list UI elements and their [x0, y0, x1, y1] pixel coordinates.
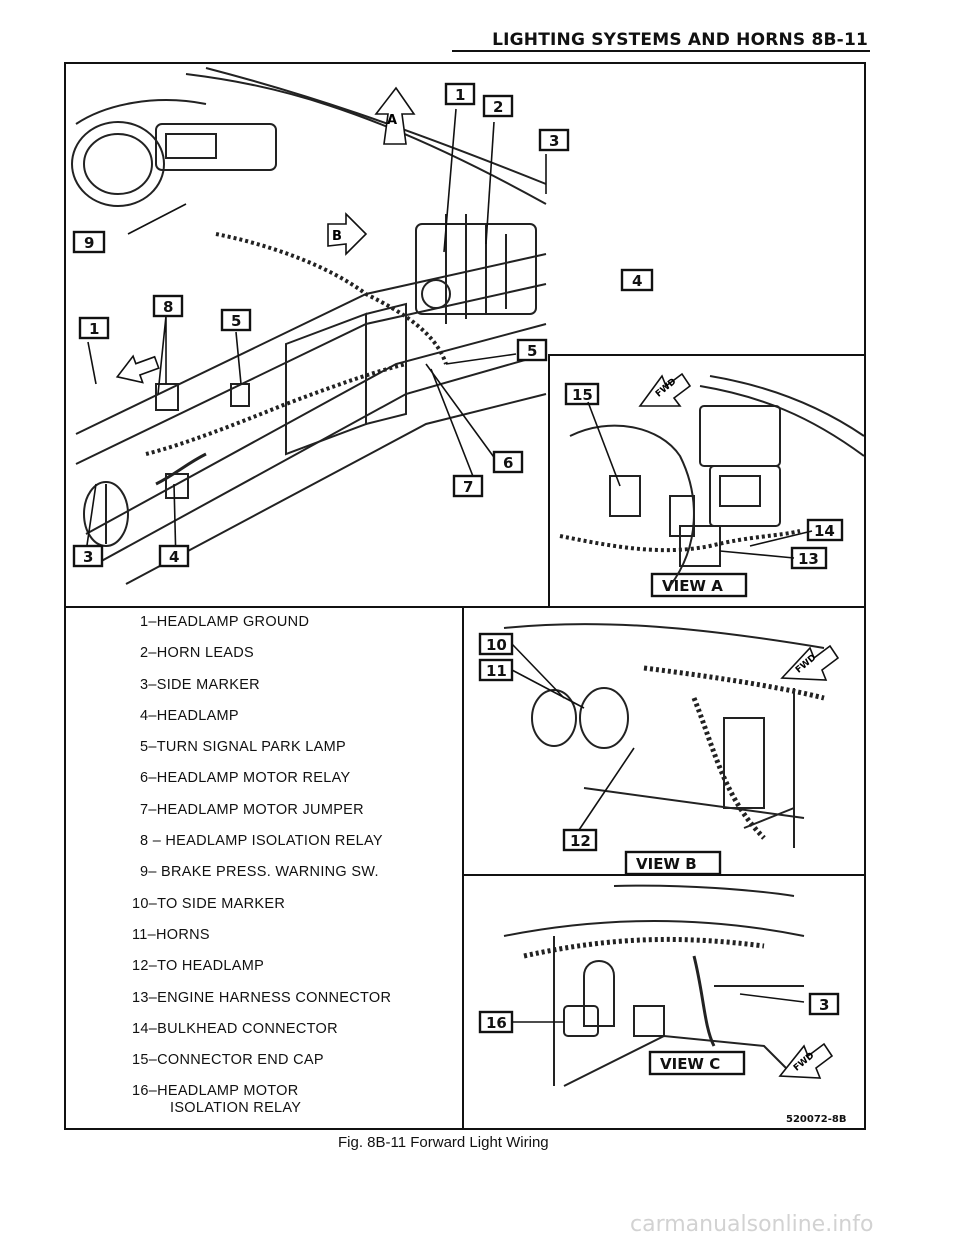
fwd-arrow-view-a — [638, 372, 692, 407]
legend-item-12: 12–TO HEADLAMP — [132, 958, 265, 975]
svg-text:1: 1 — [455, 86, 465, 104]
view-b-arrow — [327, 212, 368, 256]
view-b-illustration: FWD — [503, 623, 840, 848]
svg-text:3: 3 — [83, 548, 93, 566]
callout-9: 9 — [72, 230, 106, 254]
callout-14: 14 — [806, 518, 844, 542]
svg-text:14: 14 — [814, 522, 835, 540]
callout-6: 6 — [492, 450, 524, 474]
legend-item-16-text: 16–HEADLAMP MOTOR — [132, 1083, 299, 1100]
svg-text:16: 16 — [486, 1014, 507, 1032]
view-a-arrow — [374, 86, 416, 145]
callout-1: 1 — [444, 82, 476, 106]
fwd-arrow-view-c — [778, 1042, 834, 1079]
callout-11: 11 — [478, 658, 514, 682]
fwd-arrow-view-b — [780, 644, 840, 681]
callout-4-bottom: 4 — [158, 544, 190, 568]
legend-item-15: 15–CONNECTOR END CAP — [132, 1052, 324, 1069]
legend-item-7: 7–HEADLAMP MOTOR JUMPER — [140, 801, 364, 818]
svg-text:5: 5 — [527, 342, 537, 360]
callout-3-bottom: 3 — [72, 544, 104, 568]
view-c-label: VIEW C — [648, 1050, 746, 1076]
svg-text:11: 11 — [486, 662, 507, 680]
callout-16: 16 — [478, 1010, 514, 1034]
svg-text:3: 3 — [549, 132, 559, 150]
svg-text:7: 7 — [463, 478, 473, 496]
svg-text:15: 15 — [572, 386, 593, 404]
engine-bay-illustration: A B — [71, 67, 547, 585]
legend-item-16-cont: ISOLATION RELAY — [170, 1100, 302, 1117]
page-header-title: LIGHTING SYSTEMS AND HORNS 8B-11 — [492, 30, 868, 50]
svg-text:VIEW B: VIEW B — [636, 855, 697, 873]
figure-caption: Fig. 8B-11 Forward Light Wiring — [338, 1134, 549, 1151]
view-c-illustration: FWD — [503, 884, 834, 1087]
divider-view-a-top — [548, 354, 866, 356]
svg-text:8: 8 — [163, 298, 173, 316]
figure-code: 520072-8B — [786, 1114, 847, 1125]
svg-text:1: 1 — [89, 320, 99, 338]
view-b-label: VIEW B — [624, 850, 722, 876]
svg-text:10: 10 — [486, 636, 507, 654]
callout-15: 15 — [564, 382, 600, 406]
divider-legend-right — [462, 606, 464, 1130]
svg-text:6: 6 — [503, 454, 513, 472]
view-a-arrow-label: A — [387, 113, 397, 128]
svg-text:4: 4 — [632, 272, 642, 290]
svg-text:3: 3 — [819, 996, 829, 1014]
callout-8: 8 — [152, 294, 184, 318]
header-rule — [452, 50, 870, 52]
view-b-arrow-label: B — [332, 229, 342, 244]
svg-text:VIEW A: VIEW A — [662, 577, 723, 595]
callout-4-right: 4 — [620, 268, 654, 292]
watermark[interactable]: carmanualsonline.info — [630, 1212, 874, 1237]
legend-item-6: 6–HEADLAMP MOTOR RELAY — [140, 770, 351, 787]
legend-item-16: 16–HEADLAMP MOTOR ISOLATION RELAY — [132, 1083, 448, 1117]
callout-2: 2 — [482, 94, 514, 118]
svg-text:4: 4 — [169, 548, 179, 566]
legend-item-11: 11–HORNS — [132, 926, 210, 943]
divider-view-a-left — [548, 354, 550, 606]
legend-item-3: 3–SIDE MARKER — [140, 676, 260, 693]
svg-text:13: 13 — [798, 550, 819, 568]
view-a-illustration: FWD — [559, 372, 864, 587]
callout-3-top: 3 — [538, 128, 570, 152]
legend-item-10: 10–TO SIDE MARKER — [132, 895, 286, 912]
callout-1-left: 1 — [78, 316, 110, 340]
svg-text:5: 5 — [231, 312, 241, 330]
callout-10: 10 — [478, 632, 514, 656]
svg-text:9: 9 — [84, 234, 94, 252]
fwd-arrow-main — [115, 354, 160, 384]
callout-5-left: 5 — [220, 308, 252, 332]
legend-item-5: 5–TURN SIGNAL PARK LAMP — [140, 739, 346, 756]
svg-text:2: 2 — [493, 98, 503, 116]
legend-item-9: 9– BRAKE PRESS. WARNING SW. — [140, 864, 379, 881]
figure-frame — [64, 62, 866, 1130]
callout-7: 7 — [452, 474, 484, 498]
svg-text:12: 12 — [570, 832, 591, 850]
legend-item-1: 1–HEADLAMP GROUND — [140, 614, 310, 630]
divider-main — [64, 606, 866, 608]
legend-item-14: 14–BULKHEAD CONNECTOR — [132, 1020, 338, 1037]
callout-5-right: 5 — [516, 338, 548, 362]
svg-text:VIEW C: VIEW C — [660, 1055, 720, 1073]
component-legend: 1–HEADLAMP GROUND 2–HORN LEADS 3–SIDE MA… — [118, 614, 448, 1117]
legend-item-8: 8 – HEADLAMP ISOLATION RELAY — [140, 833, 383, 850]
callout-12: 12 — [562, 828, 598, 852]
legend-item-4: 4–HEADLAMP — [140, 707, 239, 724]
callout-3-view-c: 3 — [808, 992, 840, 1016]
legend-item-13: 13–ENGINE HARNESS CONNECTOR — [132, 989, 392, 1006]
legend-item-2: 2–HORN LEADS — [140, 645, 254, 662]
